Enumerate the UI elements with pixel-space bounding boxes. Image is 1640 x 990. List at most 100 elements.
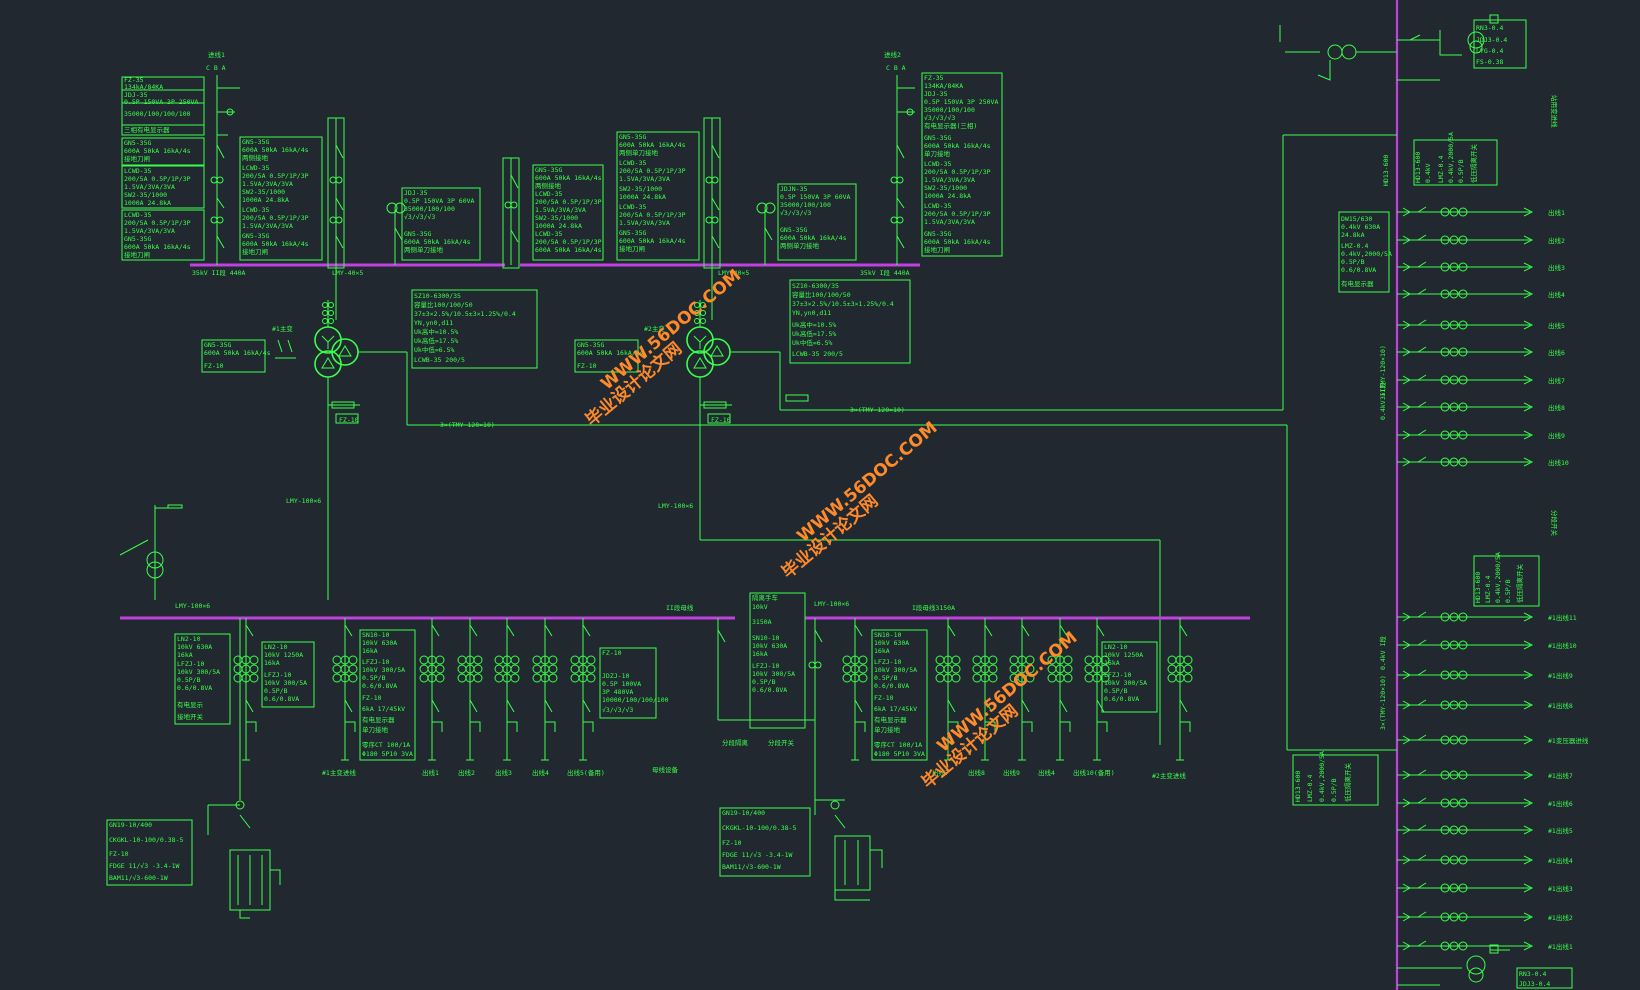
svg-text:出线7: 出线7 xyxy=(932,768,949,777)
svg-text:JDZJ-10: JDZJ-10 xyxy=(602,672,629,680)
svg-text:35000/100/100: 35000/100/100 xyxy=(780,201,831,209)
svg-text:0.5P/B: 0.5P/B xyxy=(1104,687,1128,695)
svg-text:134kA/84KA: 134kA/84KA xyxy=(124,83,163,91)
svg-text:LN2-10: LN2-10 xyxy=(1104,643,1128,651)
svg-text:GN5-35G: GN5-35G xyxy=(780,226,807,234)
svg-text:LCWD-35: LCWD-35 xyxy=(924,202,951,210)
svg-text:Uk高中=10.5%: Uk高中=10.5% xyxy=(414,327,458,336)
lv-bus-upper-label: 0.4kV II段 xyxy=(1378,382,1387,420)
lv-box-upper-2: 0.4kV xyxy=(1424,163,1432,183)
svg-text:BAM11/√3-600-1W: BAM11/√3-600-1W xyxy=(722,863,781,871)
svg-text:GN5-35G: GN5-35G xyxy=(124,139,151,147)
capacitor-bank-right xyxy=(814,720,883,901)
svg-text:1000A 24.8kA: 1000A 24.8kA xyxy=(924,192,971,200)
svg-text:0.5P 100VA: 0.5P 100VA xyxy=(602,680,641,688)
svg-text:600A 50kA 16kA/4s: 600A 50kA 16kA/4s xyxy=(242,146,309,154)
incoming-2-phases: C B A xyxy=(886,64,906,72)
svg-text:10kV 300/5A: 10kV 300/5A xyxy=(264,679,307,687)
svg-text:0.5P/B: 0.5P/B xyxy=(752,678,776,686)
svg-text:分段隔离: 分段隔离 xyxy=(722,738,749,747)
svg-text:0.5P/B: 0.5P/B xyxy=(874,674,898,682)
svg-text:有电显示器: 有电显示器 xyxy=(1341,279,1374,288)
svg-text:10kV 300/5A: 10kV 300/5A xyxy=(1104,679,1147,687)
watermark-2: 毕业设计论文网 WWW.56DOC.COM xyxy=(778,418,942,583)
feeder-left-7 xyxy=(570,618,596,761)
svg-text:LN2-10: LN2-10 xyxy=(264,643,288,651)
svg-text:0.5P/B: 0.5P/B xyxy=(177,676,201,684)
svg-text:出线4: 出线4 xyxy=(532,768,549,777)
svg-text:10000/100/100/100: 10000/100/100/100 xyxy=(602,696,669,704)
svg-text:出线2: 出线2 xyxy=(458,768,475,777)
svg-text:SZ10-6300/35: SZ10-6300/35 xyxy=(792,282,839,290)
svg-text:600A 50kA 16kA/4s: 600A 50kA 16kA/4s xyxy=(924,142,991,150)
svg-text:容量比100/100/50: 容量比100/100/50 xyxy=(792,290,851,299)
transformer-1-gnd-box: GN5-35G 600A 50kA 16kA/4s FZ-10 xyxy=(204,341,271,370)
svg-text:有电显示器: 有电显示器 xyxy=(362,715,395,724)
svg-text:600A 50kA 16kA/4s: 600A 50kA 16kA/4s xyxy=(780,234,847,242)
svg-text:SW2-35/1000: SW2-35/1000 xyxy=(124,191,167,199)
svg-text:1.5VA/3VA/3VA: 1.5VA/3VA/3VA xyxy=(124,183,175,191)
svg-text:LCWD-35: LCWD-35 xyxy=(124,211,151,219)
bus-10kv-ii-label: II段母线 xyxy=(666,603,694,612)
feeder-right-3 xyxy=(972,618,998,761)
feeder-left-box-3: SN10-10 10kV 630A 16kA LFZJ-10 10kV 300/… xyxy=(362,631,413,758)
bus-10kv-mid-lmy: LMY-100×6 xyxy=(814,600,849,608)
svg-text:#2主变进线: #2主变进线 xyxy=(1152,771,1186,780)
svg-text:HD13-600: HD13-600 xyxy=(1382,155,1390,186)
svg-text:SN10-10: SN10-10 xyxy=(752,634,779,642)
svg-text:分段开关: 分段开关 xyxy=(768,738,795,747)
lv-upper-row-1: 出线1 xyxy=(1397,206,1565,217)
svg-text:6kA 17/45kV: 6kA 17/45kV xyxy=(362,705,405,713)
svg-text:接地刀闸: 接地刀闸 xyxy=(242,247,268,256)
lv-lower-row-4-label: #1出线8 xyxy=(1548,701,1573,710)
svg-text:3150A: 3150A xyxy=(752,618,772,626)
svg-text:600A 50kA 16kA/4s: 600A 50kA 16kA/4s xyxy=(924,238,991,246)
svg-text:接地刀闸: 接地刀闸 xyxy=(124,154,150,163)
svg-text:10kV 300/5A: 10kV 300/5A xyxy=(177,668,220,676)
svg-text:1.5VA/3VA/3VA: 1.5VA/3VA/3VA xyxy=(619,219,670,227)
bus-label-35kv-i: 35kV I段 440A xyxy=(860,268,910,277)
svg-text:LCWB-35 200/5: LCWB-35 200/5 xyxy=(792,350,843,358)
transformer-2-lmy: LMY-100×6 xyxy=(658,502,693,510)
lv-lower-row-6-label: #1出线7 xyxy=(1548,771,1573,780)
svg-text:有电显示器: 有电显示器 xyxy=(874,715,907,724)
svg-text:SZ10-6300/35: SZ10-6300/35 xyxy=(414,292,461,300)
lv-lower-row-3-label: #1出线9 xyxy=(1548,671,1573,680)
lv-box-upper-5: 0.5P/B xyxy=(1457,159,1465,183)
left-pt-box: JDJ-35 0.5P 150VA 3P 60VA 35000/100/100 … xyxy=(404,189,475,254)
lv-upper-row-3: 出线3 xyxy=(1397,261,1565,272)
left-spec-box: FZ-35 134kA/84KA JDJ-35 0.5P 150VA 3P 25… xyxy=(124,76,198,134)
lv-lower-row-8: #1出线5 xyxy=(1397,824,1573,835)
svg-text:1.5VA/3VA/3VA: 1.5VA/3VA/3VA xyxy=(619,175,670,183)
incoming-1-label: 进线1 xyxy=(208,50,225,59)
svg-text:600A 50kA 16kA/4s: 600A 50kA 16kA/4s xyxy=(124,243,191,251)
svg-text:单刀接地: 单刀接地 xyxy=(924,149,951,158)
svg-text:LFZJ-10: LFZJ-10 xyxy=(752,662,779,670)
lv-upper-row-9: 出线9 xyxy=(1397,429,1565,440)
svg-text:LCWD-35: LCWD-35 xyxy=(619,159,646,167)
svg-text:WWW.56DOC.COM: WWW.56DOC.COM xyxy=(933,628,1081,757)
station-transformer xyxy=(119,504,183,600)
svg-text:0.6/0.8VA: 0.6/0.8VA xyxy=(177,684,212,692)
svg-text:10kV: 10kV xyxy=(752,603,768,611)
svg-text:出线9: 出线9 xyxy=(1003,768,1020,777)
feeder-left-4 xyxy=(457,618,483,761)
lv-upper-row-3-label: 出线3 xyxy=(1548,263,1565,272)
lv-upper-row-4: 出线4 xyxy=(1397,288,1565,299)
svg-text:10kV 300/5A: 10kV 300/5A xyxy=(362,666,405,674)
svg-text:LMZ-0.4: LMZ-0.4 xyxy=(1341,242,1368,250)
lv-upper-row-10-label: 出线10 xyxy=(1548,458,1569,467)
lv-feeder-rows: 出线1出线2出线3出线4出线5出线6出线7出线8出线9出线10#1出线11#1出… xyxy=(1397,206,1589,951)
svg-text:0.5P/B: 0.5P/B xyxy=(264,687,288,695)
svg-text:FZ-35: FZ-35 xyxy=(124,76,144,84)
svg-text:单刀接地: 单刀接地 xyxy=(874,725,901,734)
svg-text:接地刀闸: 接地刀闸 xyxy=(124,250,150,259)
lv-bus-lower-label: 0.4kV I段 xyxy=(1378,636,1387,670)
lv-incoming-bottom xyxy=(1397,944,1510,986)
feeders-left xyxy=(233,618,596,761)
svg-text:Uk中低=6.5%: Uk中低=6.5% xyxy=(414,345,454,354)
svg-text:Uk高低=17.5%: Uk高低=17.5% xyxy=(792,329,836,338)
svg-text:出线4: 出线4 xyxy=(1038,768,1055,777)
right-pt-box: JDJN-35 0.5P 150VA 3P 60VA 35000/100/100… xyxy=(780,185,851,250)
svg-text:35000/100/100/100: 35000/100/100/100 xyxy=(124,110,191,118)
